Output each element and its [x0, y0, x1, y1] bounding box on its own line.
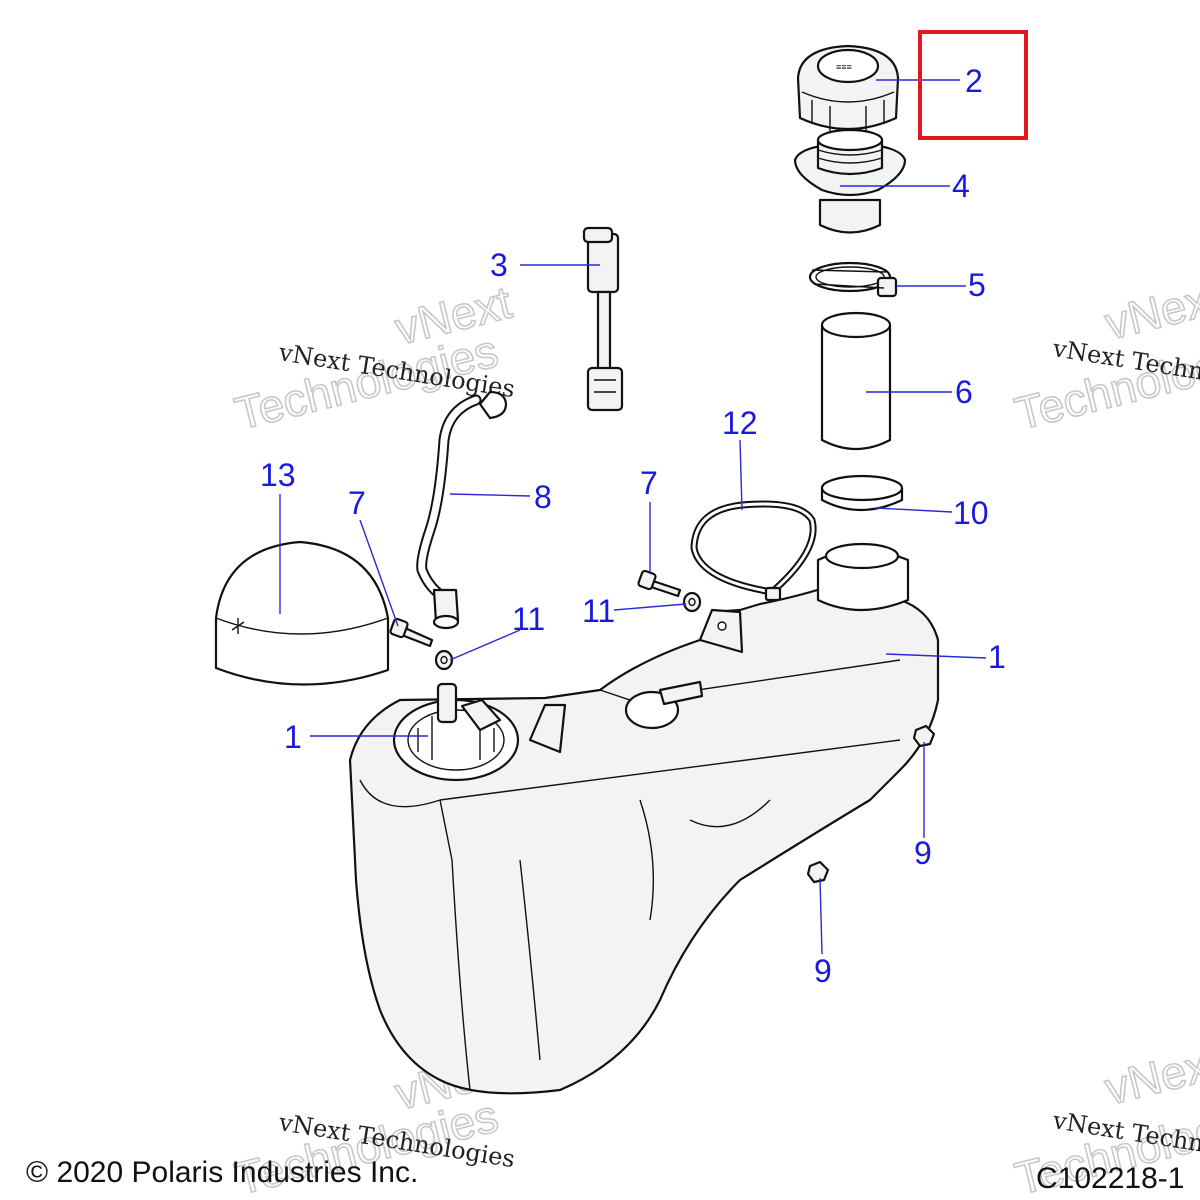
svg-text:vNext: vNext — [1100, 1036, 1200, 1115]
bolt-right — [637, 569, 682, 598]
hose-clamp-upper — [808, 261, 898, 298]
wire-harness — [582, 226, 624, 412]
callout-13: 13 — [260, 457, 296, 493]
callout-7-left: 7 — [348, 485, 366, 521]
vent-hose — [416, 390, 508, 630]
bolt-left — [389, 617, 434, 648]
fuel-cap: ≡≡≡ — [796, 44, 900, 132]
callout-2: 2 — [965, 63, 983, 99]
callout-6: 6 — [955, 374, 973, 410]
callout-5: 5 — [968, 267, 986, 303]
nut-lower — [806, 860, 830, 884]
callout-12: 12 — [722, 405, 758, 441]
svg-text:≡≡≡: ≡≡≡ — [836, 62, 852, 72]
svg-text:vNext: vNext — [1100, 271, 1200, 350]
callout-8: 8 — [534, 479, 552, 515]
watermark-left-upper: vNext Technologies vNext Technologies — [229, 275, 517, 441]
fill-hose — [820, 311, 892, 450]
tank-pad — [214, 540, 390, 686]
leader-lines — [279, 79, 987, 955]
callout-1-right: 1 — [988, 639, 1006, 675]
callout-7-right: 7 — [640, 465, 658, 501]
nut-upper — [912, 724, 936, 748]
callout-11-right: 11 — [582, 593, 615, 629]
callout-3: 3 — [490, 247, 508, 283]
callout-4: 4 — [952, 168, 970, 204]
washer-right — [682, 591, 702, 613]
figure-id: C102218-1 — [1036, 1162, 1184, 1195]
filler-neck — [793, 128, 907, 234]
callout-1-left: 1 — [284, 719, 302, 755]
callout-11-left: 11 — [512, 601, 545, 637]
highlight-box — [918, 30, 1028, 140]
watermark-right-upper: vNext Technologies vNext Technologies — [1009, 270, 1200, 441]
fuel-tank — [348, 542, 940, 1095]
copyright-text: © 2020 Polaris Industries Inc. — [26, 1156, 418, 1189]
callout-10: 10 — [953, 495, 989, 531]
callout-9-upper: 9 — [914, 835, 932, 871]
hose-clamp-lower — [820, 474, 904, 512]
callout-9-lower: 9 — [814, 953, 832, 989]
tank-strap — [690, 500, 817, 602]
washer-left — [434, 649, 454, 671]
